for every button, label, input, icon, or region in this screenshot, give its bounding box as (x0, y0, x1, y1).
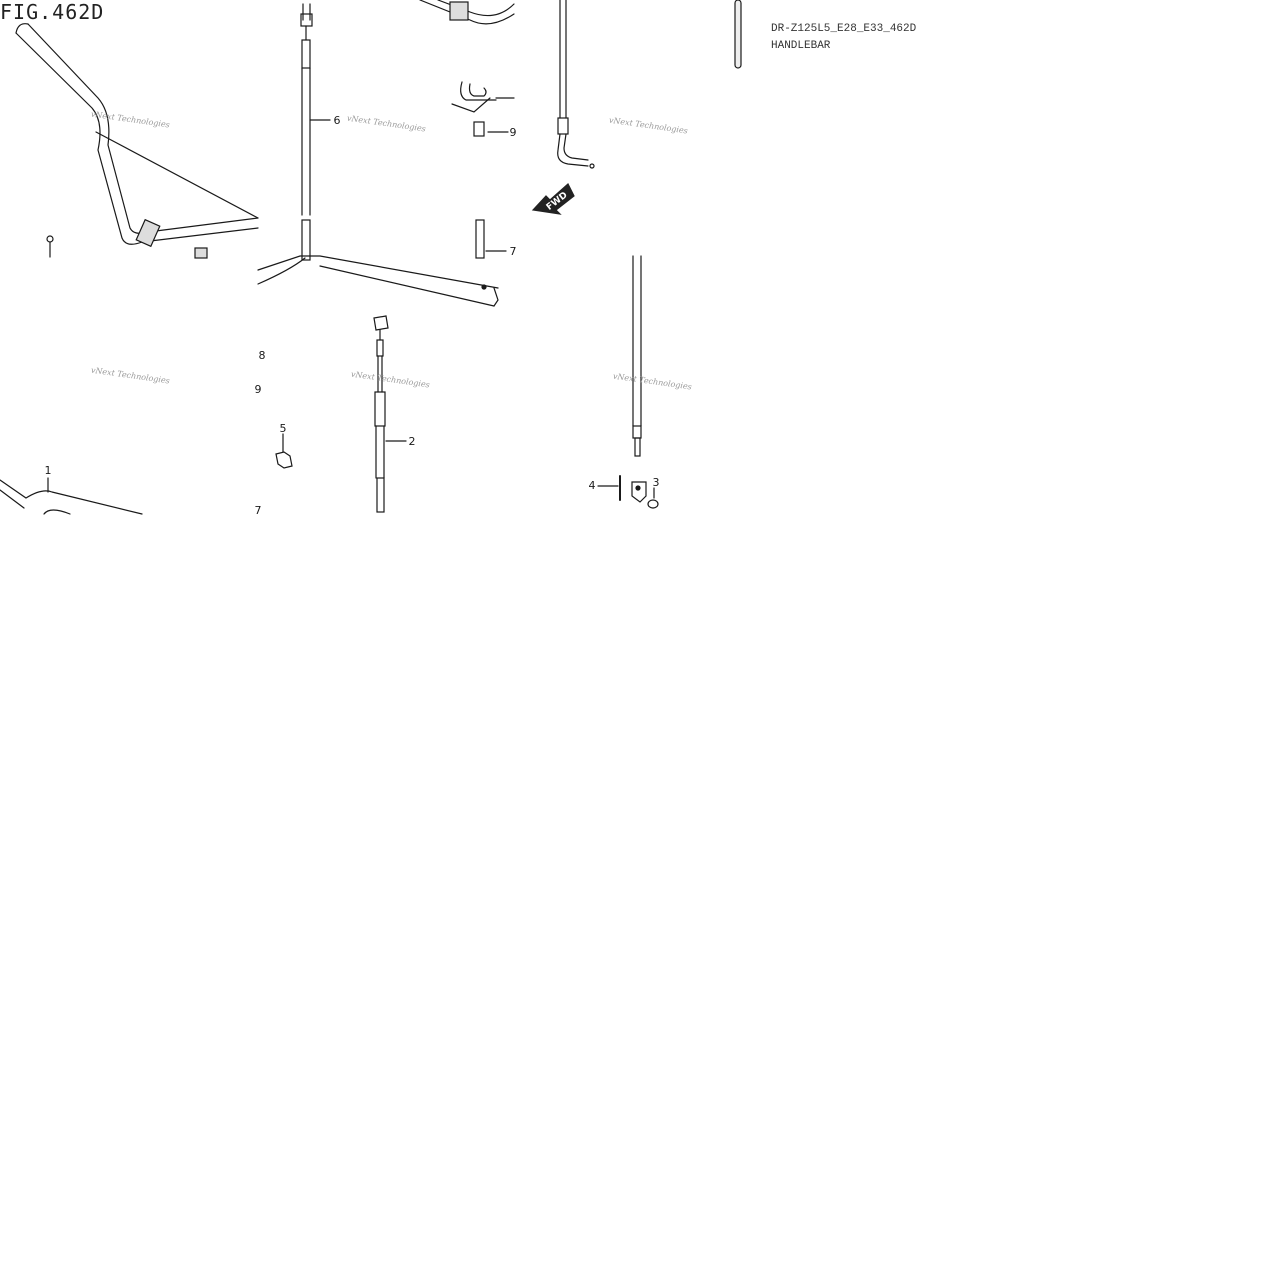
fwd-arrow-icon (531, 183, 575, 215)
clutch-cable-upper-section (557, 0, 742, 169)
callout-number-4: 4 (589, 479, 596, 492)
throttle-cable-section (300, 3, 331, 261)
cable-tie (734, 0, 742, 69)
callout-number-9: 9 (255, 383, 262, 396)
handlebar-left-section (15, 23, 259, 259)
watermark-layer: vNext Technologies vNext Technologies vNex… (90, 110, 692, 392)
callout-number-3: 3 (653, 476, 660, 489)
watermark-text: vNext Technologies (90, 110, 170, 130)
watermark-text: vNext Technologies (608, 116, 688, 136)
handlebar-part-1 (0, 477, 143, 515)
bolt-icon (46, 235, 54, 243)
clip-part-5 (275, 433, 293, 469)
callout-number-2: 2 (409, 435, 416, 448)
cable-guide-section (451, 81, 515, 259)
handlebar-crossbar-section (257, 0, 515, 307)
grip-knurl-right (449, 1, 469, 21)
watermark-text: vNext Technologies (346, 114, 426, 134)
watermark-text: vNext Technologies (612, 372, 692, 392)
part-name: HANDLEBAR (771, 40, 831, 52)
callout-labels: 1 2 3 4 5 6 7 7 8 9 9 (45, 114, 660, 517)
watermark-text: vNext Technologies (350, 370, 430, 390)
figure-number: FIG.462D (0, 0, 105, 24)
bolt-icon-9 (473, 121, 485, 137)
grip-end (194, 247, 208, 259)
callout-number-7: 7 (255, 504, 262, 517)
clutch-cable-part-2 (373, 315, 407, 513)
clutch-cable-lower-section (597, 255, 659, 509)
callout-number-5: 5 (280, 422, 287, 435)
grip-knurl (135, 218, 161, 248)
callout-number-8: 8 (259, 349, 266, 362)
model-code: DR-Z125L5_E28_E33_462D (771, 23, 917, 35)
callout-number-1: 1 (45, 464, 52, 477)
callout-number-7: 7 (510, 245, 517, 258)
clamp-strap-7 (475, 219, 485, 259)
watermark-text: vNext Technologies (90, 366, 170, 386)
callout-number-9: 9 (510, 126, 517, 139)
callout-number-6: 6 (334, 114, 341, 127)
